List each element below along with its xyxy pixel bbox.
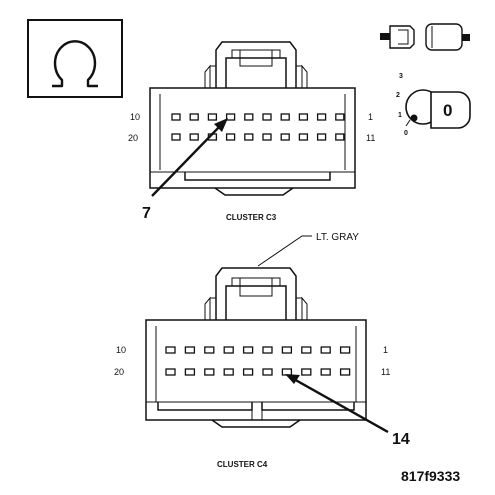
c3-row-bottom-last-pin: 11 xyxy=(366,133,375,143)
key-position-0: 0 xyxy=(404,130,408,137)
c3-pin-cavity xyxy=(189,113,199,121)
c3-pin-cavity xyxy=(316,133,327,141)
c4-pin-cavity xyxy=(242,346,254,354)
c4-pin-row-top xyxy=(165,346,351,354)
c3-pin-cavity xyxy=(225,113,236,121)
c4-pin-cavity xyxy=(320,346,331,354)
c4-pin-cavity xyxy=(339,368,351,376)
c4-pin-cavity xyxy=(223,346,234,354)
c4-pin-cavity xyxy=(281,368,293,376)
c3-row-top-last-pin: 1 xyxy=(368,112,373,122)
c4-callout-number: 14 xyxy=(392,431,410,448)
c3-pin-cavity xyxy=(171,113,181,121)
connector-c3 xyxy=(149,41,356,196)
c3-pin-cavity xyxy=(316,113,327,121)
c4-pin-cavity xyxy=(301,346,312,354)
c3-pin-cavity xyxy=(244,113,254,121)
c3-pin-cavity xyxy=(262,113,272,121)
key-position-3: 3 xyxy=(399,73,403,80)
c4-connector-name: CLUSTER C4 xyxy=(217,460,268,469)
c4-pin-cavity xyxy=(184,368,196,376)
c3-pin-cavity xyxy=(280,113,290,121)
c4-pin-cavity xyxy=(165,346,176,354)
c4-callout-arrow xyxy=(285,374,389,434)
key-position-1: 1 xyxy=(398,112,402,119)
c3-pin-cavity xyxy=(207,113,218,121)
c4-row-top-last-pin: 1 xyxy=(383,345,388,355)
c3-row-top-first-pin: 10 xyxy=(130,112,140,122)
c3-pin-cavity xyxy=(298,133,309,141)
key-position-2: 2 xyxy=(396,92,400,99)
c3-callout-number: 7 xyxy=(142,205,151,222)
c3-pin-row-bottom xyxy=(171,133,345,141)
c3-callout-arrow xyxy=(151,118,228,197)
c4-row-bottom-first-pin: 20 xyxy=(114,367,124,377)
c3-pin-cavity xyxy=(189,133,199,141)
c3-pin-cavity xyxy=(298,113,309,121)
c3-pin-cavity xyxy=(280,133,290,141)
omega-symbol-icon xyxy=(27,19,123,98)
c4-pin-cavity xyxy=(165,368,176,376)
c4-pin-cavity xyxy=(281,346,293,354)
c3-pin-cavity xyxy=(335,133,345,141)
c4-color-label: LT. GRAY xyxy=(316,232,359,243)
c4-pin-cavity xyxy=(262,346,273,354)
c4-pin-cavity xyxy=(339,346,351,354)
c4-row-top-first-pin: 10 xyxy=(116,345,126,355)
c4-pin-cavity xyxy=(301,368,312,376)
c3-pin-cavity xyxy=(335,113,345,121)
c3-pin-cavity xyxy=(225,133,236,141)
c3-pin-cavity xyxy=(244,133,254,141)
key-cylinder-label: 0 xyxy=(443,101,452,120)
figure-code: 817f9333 xyxy=(401,468,460,484)
c4-pin-row-bottom xyxy=(165,368,351,376)
c4-pin-cavity xyxy=(204,346,215,354)
c4-pin-cavity xyxy=(223,368,234,376)
c3-row-bottom-first-pin: 20 xyxy=(128,133,138,143)
c3-pin-cavity xyxy=(171,133,181,141)
c4-row-bottom-last-pin: 11 xyxy=(381,367,390,377)
c4-pin-cavity xyxy=(204,368,215,376)
c4-pin-cavity xyxy=(242,368,254,376)
c3-pin-cavity xyxy=(262,133,272,141)
c3-pin-row-top xyxy=(171,113,345,121)
c4-pin-cavity xyxy=(320,368,331,376)
connector-c4 xyxy=(145,235,367,428)
c4-pin-cavity xyxy=(184,346,196,354)
c3-connector-name: CLUSTER C3 xyxy=(226,213,277,222)
c4-pin-cavity xyxy=(262,368,273,376)
ignition-key-icon xyxy=(380,23,471,129)
